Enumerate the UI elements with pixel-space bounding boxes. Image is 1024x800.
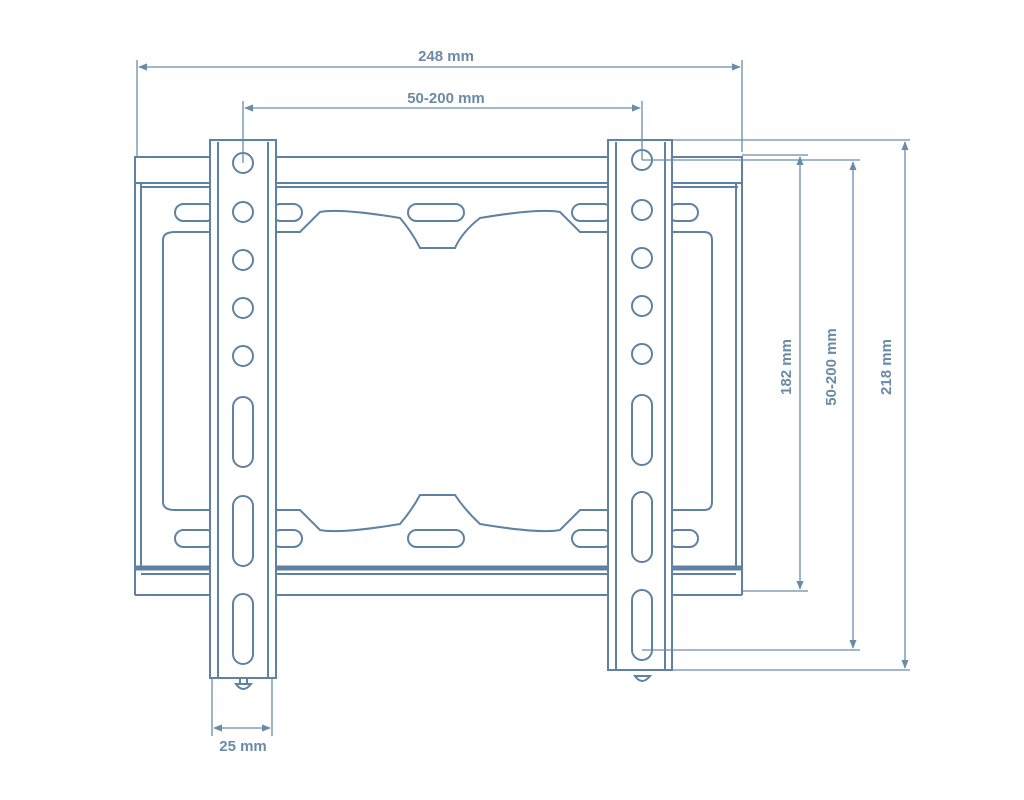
overall-width-label: 248 mm (418, 48, 474, 65)
dimension-lines (136, 60, 910, 736)
vesa-horizontal-label: 50-200 mm (407, 90, 485, 107)
left-vertical-arm (209, 139, 277, 690)
arm-width-label: 25 mm (219, 738, 267, 755)
right-vertical-arm (607, 139, 673, 682)
frame-height-label: 182 mm (778, 339, 795, 395)
overall-height-label: 218 mm (878, 339, 895, 395)
vesa-vertical-label: 50-200 mm (823, 328, 840, 406)
